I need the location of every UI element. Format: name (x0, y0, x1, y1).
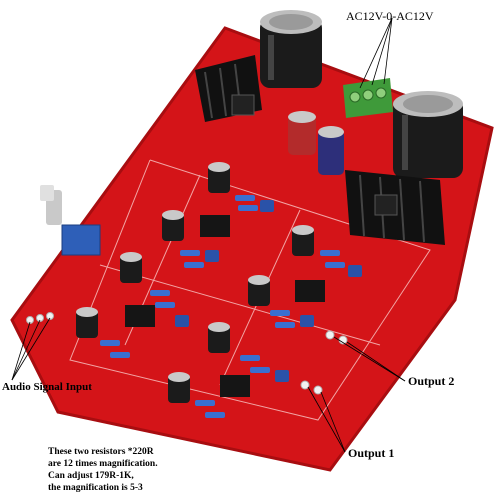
capacitor-medium-1 (288, 111, 316, 155)
large-capacitor-left (260, 10, 322, 88)
power-input-label: AC12V-0-AC12V (346, 9, 434, 23)
audio-input-label: Audio Signal Input (2, 381, 92, 393)
large-capacitor-right (393, 91, 463, 178)
heatsink-right (345, 170, 445, 245)
potentiometer (40, 185, 101, 256)
pcb-board (10, 26, 494, 472)
resistor-note-line: These two resistors *220R (48, 447, 154, 457)
heatsink-left (195, 55, 262, 122)
op-amp-chips (125, 215, 325, 397)
capacitor-medium-2 (318, 126, 344, 175)
silkscreen-outline (69, 159, 431, 421)
power-terminal-block (343, 78, 393, 118)
output-2-label: Output 2 (408, 374, 455, 388)
input-pads (26, 312, 54, 324)
resistor-note-line: are 12 times magnification. (48, 459, 158, 469)
resistors (100, 195, 362, 418)
resistor-note-line: Can adjust 179R-1K, (48, 471, 134, 481)
output-1-label: Output 1 (348, 446, 395, 460)
small-capacitors (76, 162, 314, 403)
pointer-lines (11, 17, 406, 453)
resistor-note: These two resistors *220R are 12 times m… (48, 446, 158, 494)
resistor-note-line: the magnification is 5-3 (48, 483, 143, 493)
output-pads (300, 330, 348, 395)
